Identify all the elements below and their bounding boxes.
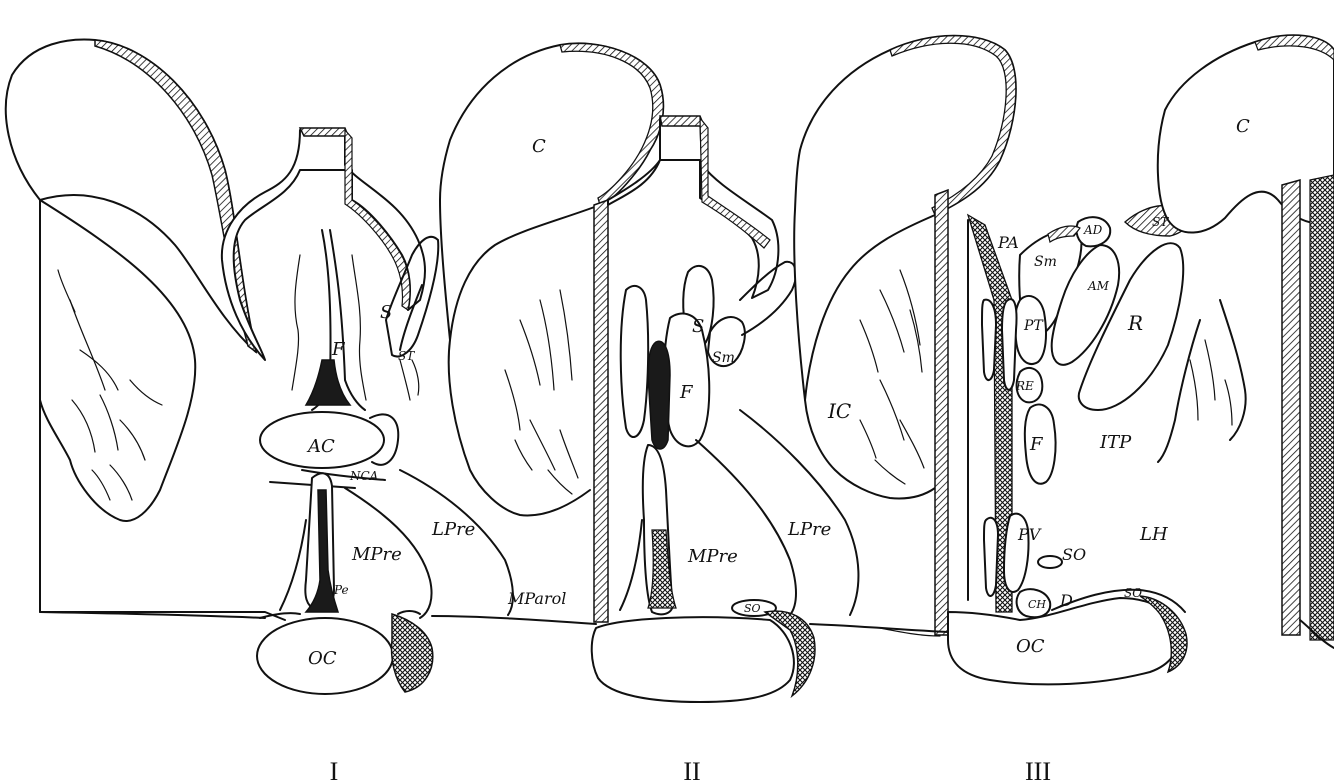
label-iii-f: F	[1029, 434, 1044, 455]
label-iii-pv: PV	[1017, 525, 1042, 544]
label-ii-s: S	[692, 316, 704, 337]
label-i-oc: OC	[308, 648, 337, 669]
label-ii-so: SO	[744, 602, 761, 615]
panel-i	[6, 40, 513, 694]
label-i-pe: Pe	[333, 583, 349, 597]
label-iii-lh: LH	[1139, 524, 1168, 545]
label-ii-sm: Sm	[712, 350, 735, 366]
label-iii-d: D	[1059, 591, 1073, 610]
label-iii-pt: PT	[1023, 318, 1044, 334]
panel-numeral-i: I	[330, 757, 339, 781]
label-i-lpre: LPre	[431, 519, 475, 540]
label-i-nca: NCA	[349, 469, 379, 483]
label-iii-ad: AD	[1083, 223, 1103, 237]
label-ii-mpre: MPre	[687, 546, 738, 567]
label-ii-f: F	[679, 382, 694, 403]
label-iii-so: SO	[1062, 545, 1086, 564]
label-iii-sm: Sm	[1034, 254, 1057, 270]
label-ii-lpre: LPre	[787, 519, 831, 540]
label-iii-ic: IC	[827, 399, 851, 423]
label-iii-re: RE	[1015, 379, 1034, 393]
label-i-f: F	[331, 339, 346, 360]
label-iii-so-2: SO	[1124, 586, 1142, 600]
label-i-ac: AC	[306, 436, 335, 457]
panel-numeral-ii: II	[683, 757, 700, 781]
panel-iii	[794, 35, 1334, 684]
label-iii-r: R	[1127, 311, 1143, 335]
label-i-st: ST	[398, 349, 415, 363]
panel-numeral-iii: III	[1025, 757, 1051, 781]
label-ii-c: C	[532, 136, 546, 157]
label-iii-c: C	[1236, 116, 1250, 137]
label-iii-am: AM	[1087, 279, 1110, 293]
label-iii-pa: PA	[997, 233, 1019, 252]
label-i-mparol: MParol	[507, 589, 566, 608]
label-iii-ch: CH	[1028, 598, 1046, 611]
label-iii-itp: ITP	[1099, 432, 1132, 453]
label-i-mpre: MPre	[351, 544, 402, 565]
label-iii-st: ST	[1152, 215, 1169, 229]
label-i-s: S	[380, 302, 392, 323]
panel-ii	[440, 43, 858, 702]
label-iii-oc: OC	[1016, 636, 1045, 657]
